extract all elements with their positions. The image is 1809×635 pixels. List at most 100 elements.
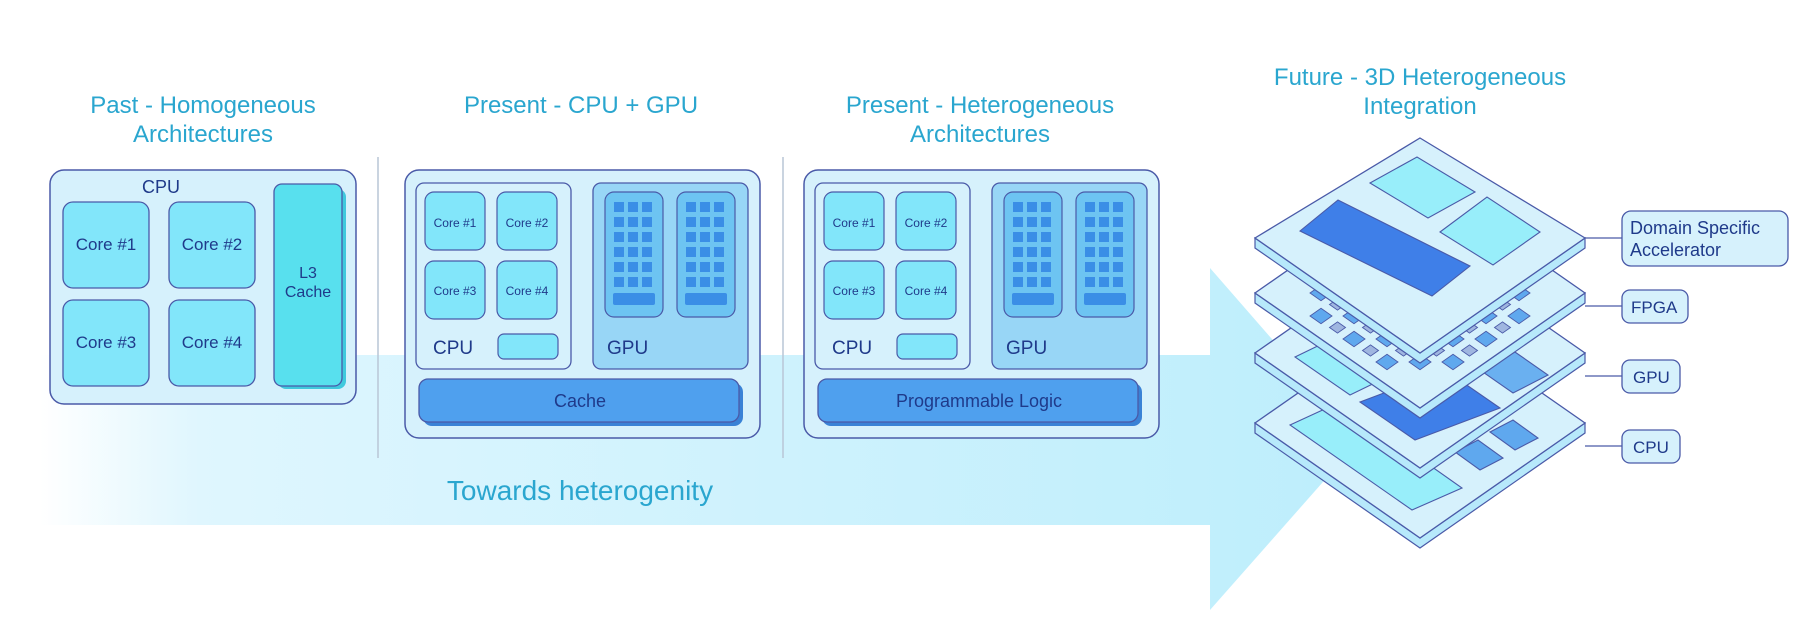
p1-gpu-core-cell <box>700 202 710 212</box>
p2-gpu-core-cell <box>1013 202 1023 212</box>
p1-gpu-core-cell <box>614 247 624 257</box>
accelerator-label-line2: Accelerator <box>1630 240 1721 260</box>
p2-gpu-core-cell <box>1041 217 1051 227</box>
stage-present-hetero: Present - Heterogeneous Architectures Co… <box>803 92 1160 439</box>
p2-gpu-core-cell <box>1099 247 1109 257</box>
past-cpu-label: CPU <box>142 177 180 197</box>
p2-gpu-core-cell <box>1027 247 1037 257</box>
p1-gpu-core-cell <box>700 262 710 272</box>
p2-gpu-core-cell <box>1041 247 1051 257</box>
p2-core-2-label: Core #2 <box>905 216 948 230</box>
stage-future-title-line2: Integration <box>1363 93 1476 120</box>
p1-core-2-label: Core #2 <box>506 216 549 230</box>
p2-gpu-core-cell <box>1041 232 1051 242</box>
stage-present-cpu-gpu: Present - CPU + GPU Core #1 Core #2 Core… <box>404 92 761 439</box>
stage-present-hetero-title-line1: Present - Heterogeneous <box>846 92 1114 119</box>
past-core-3-label: Core #3 <box>76 333 136 352</box>
past-core-1-label: Core #1 <box>76 235 136 254</box>
p2-gpu-core-cell <box>1041 262 1051 272</box>
p2-gpu-label: GPU <box>1006 338 1047 359</box>
p1-gpu-core-cell <box>642 232 652 242</box>
p1-gpu-units <box>604 191 736 318</box>
stage-present-cpu-gpu-title: Present - CPU + GPU <box>464 92 698 119</box>
cpu-layer-block-small-1 <box>1453 439 1505 471</box>
accelerator-block-top <box>1368 156 1477 219</box>
p2-gpu-core-cell <box>1085 232 1095 242</box>
p1-core-3 <box>424 260 486 320</box>
arrow-label: Towards heterogenity <box>447 475 713 506</box>
p1-gpu-core-cell <box>714 277 724 287</box>
p1-gpu-bus-bar <box>613 293 655 305</box>
cpu-label: CPU <box>1633 438 1669 457</box>
p1-gpu-core-cell <box>714 262 724 272</box>
p2-gpu-core-cell <box>1013 262 1023 272</box>
p2-gpu-units <box>1003 191 1135 318</box>
p2-gpu-core-cell <box>1085 202 1095 212</box>
p2-gpu-bus-bar <box>1084 293 1126 305</box>
fpga-logic-block <box>1309 307 1333 325</box>
p1-gpu-grid <box>613 202 727 305</box>
p1-gpu-core-cell <box>714 247 724 257</box>
p1-gpu-core-cell <box>714 202 724 212</box>
p2-gpu-core-cell <box>1013 247 1023 257</box>
past-l3-cache <box>273 183 343 387</box>
p2-gpu-core-cell <box>1113 232 1123 242</box>
p1-gpu-core-cell <box>686 277 696 287</box>
p2-gpu-grid <box>1012 202 1126 305</box>
accelerator-label-box <box>1621 210 1789 267</box>
fpga-logic-block <box>1507 307 1531 325</box>
p2-core-4 <box>895 260 957 320</box>
p2-gpu-core-cell <box>1027 217 1037 227</box>
p2-gpu-core-cell <box>1113 262 1123 272</box>
p1-gpu-core-cell <box>642 277 652 287</box>
stage-past-title-line1: Past - Homogeneous <box>90 92 315 119</box>
p1-gpu-core-cell <box>714 232 724 242</box>
p2-core-3-label: Core #3 <box>833 284 876 298</box>
p1-gpu-core-cell <box>686 232 696 242</box>
p1-gpu-core-cell <box>686 217 696 227</box>
fpga-logic-block <box>1375 353 1399 371</box>
stage-past: Past - Homogeneous Architectures CPU Cor… <box>49 92 357 405</box>
p1-cpu-label: CPU <box>433 338 473 359</box>
p2-gpu-core-cell <box>1085 262 1095 272</box>
p1-gpu-core-cell <box>642 202 652 212</box>
gpu-label: GPU <box>1633 368 1670 387</box>
fpga-logic-block <box>1361 344 1380 357</box>
p2-cpu-label: CPU <box>832 338 872 359</box>
accelerator-block-right <box>1439 196 1541 266</box>
p1-gpu-core-cell <box>614 277 624 287</box>
p1-gpu-core-cell <box>628 247 638 257</box>
stage-future-title-line1: Future - 3D Heterogeneous <box>1274 64 1566 91</box>
p2-gpu-bus-bar <box>1012 293 1054 305</box>
fpga-logic-block <box>1342 330 1366 348</box>
accelerator-block-large <box>1298 199 1472 297</box>
p2-logic-bar-label: Programmable Logic <box>896 391 1062 411</box>
p1-core-3-label: Core #3 <box>434 284 477 298</box>
past-l3-cache-line1: L3 <box>299 265 317 282</box>
past-core-2 <box>168 201 256 289</box>
p1-gpu-core-cell <box>700 232 710 242</box>
p1-core-1-label: Core #1 <box>434 216 477 230</box>
p2-core-4-label: Core #4 <box>905 284 948 298</box>
p1-gpu-core-cell <box>700 247 710 257</box>
p2-gpu-core-cell <box>1113 202 1123 212</box>
fpga-label: FPGA <box>1631 298 1678 317</box>
p1-core-2 <box>496 191 558 251</box>
past-core-4 <box>168 299 256 387</box>
fpga-logic-block <box>1328 321 1347 334</box>
stage-future: Future - 3D Heterogeneous Integration <box>1253 64 1789 549</box>
fpga-logic-block <box>1474 330 1498 348</box>
p1-gpu-core-cell <box>686 262 696 272</box>
p1-gpu-core-cell <box>628 262 638 272</box>
p2-core-2 <box>895 191 957 251</box>
p2-core-1 <box>823 191 885 251</box>
cpu-layer-block-small-2 <box>1488 419 1540 451</box>
stage-present-hetero-title-line2: Architectures <box>910 121 1050 148</box>
p1-gpu-core-cell <box>686 247 696 257</box>
p2-gpu-core-cell <box>1085 247 1095 257</box>
past-core-3 <box>62 299 150 387</box>
p1-gpu-core-cell <box>614 217 624 227</box>
fpga-logic-block <box>1441 353 1465 371</box>
